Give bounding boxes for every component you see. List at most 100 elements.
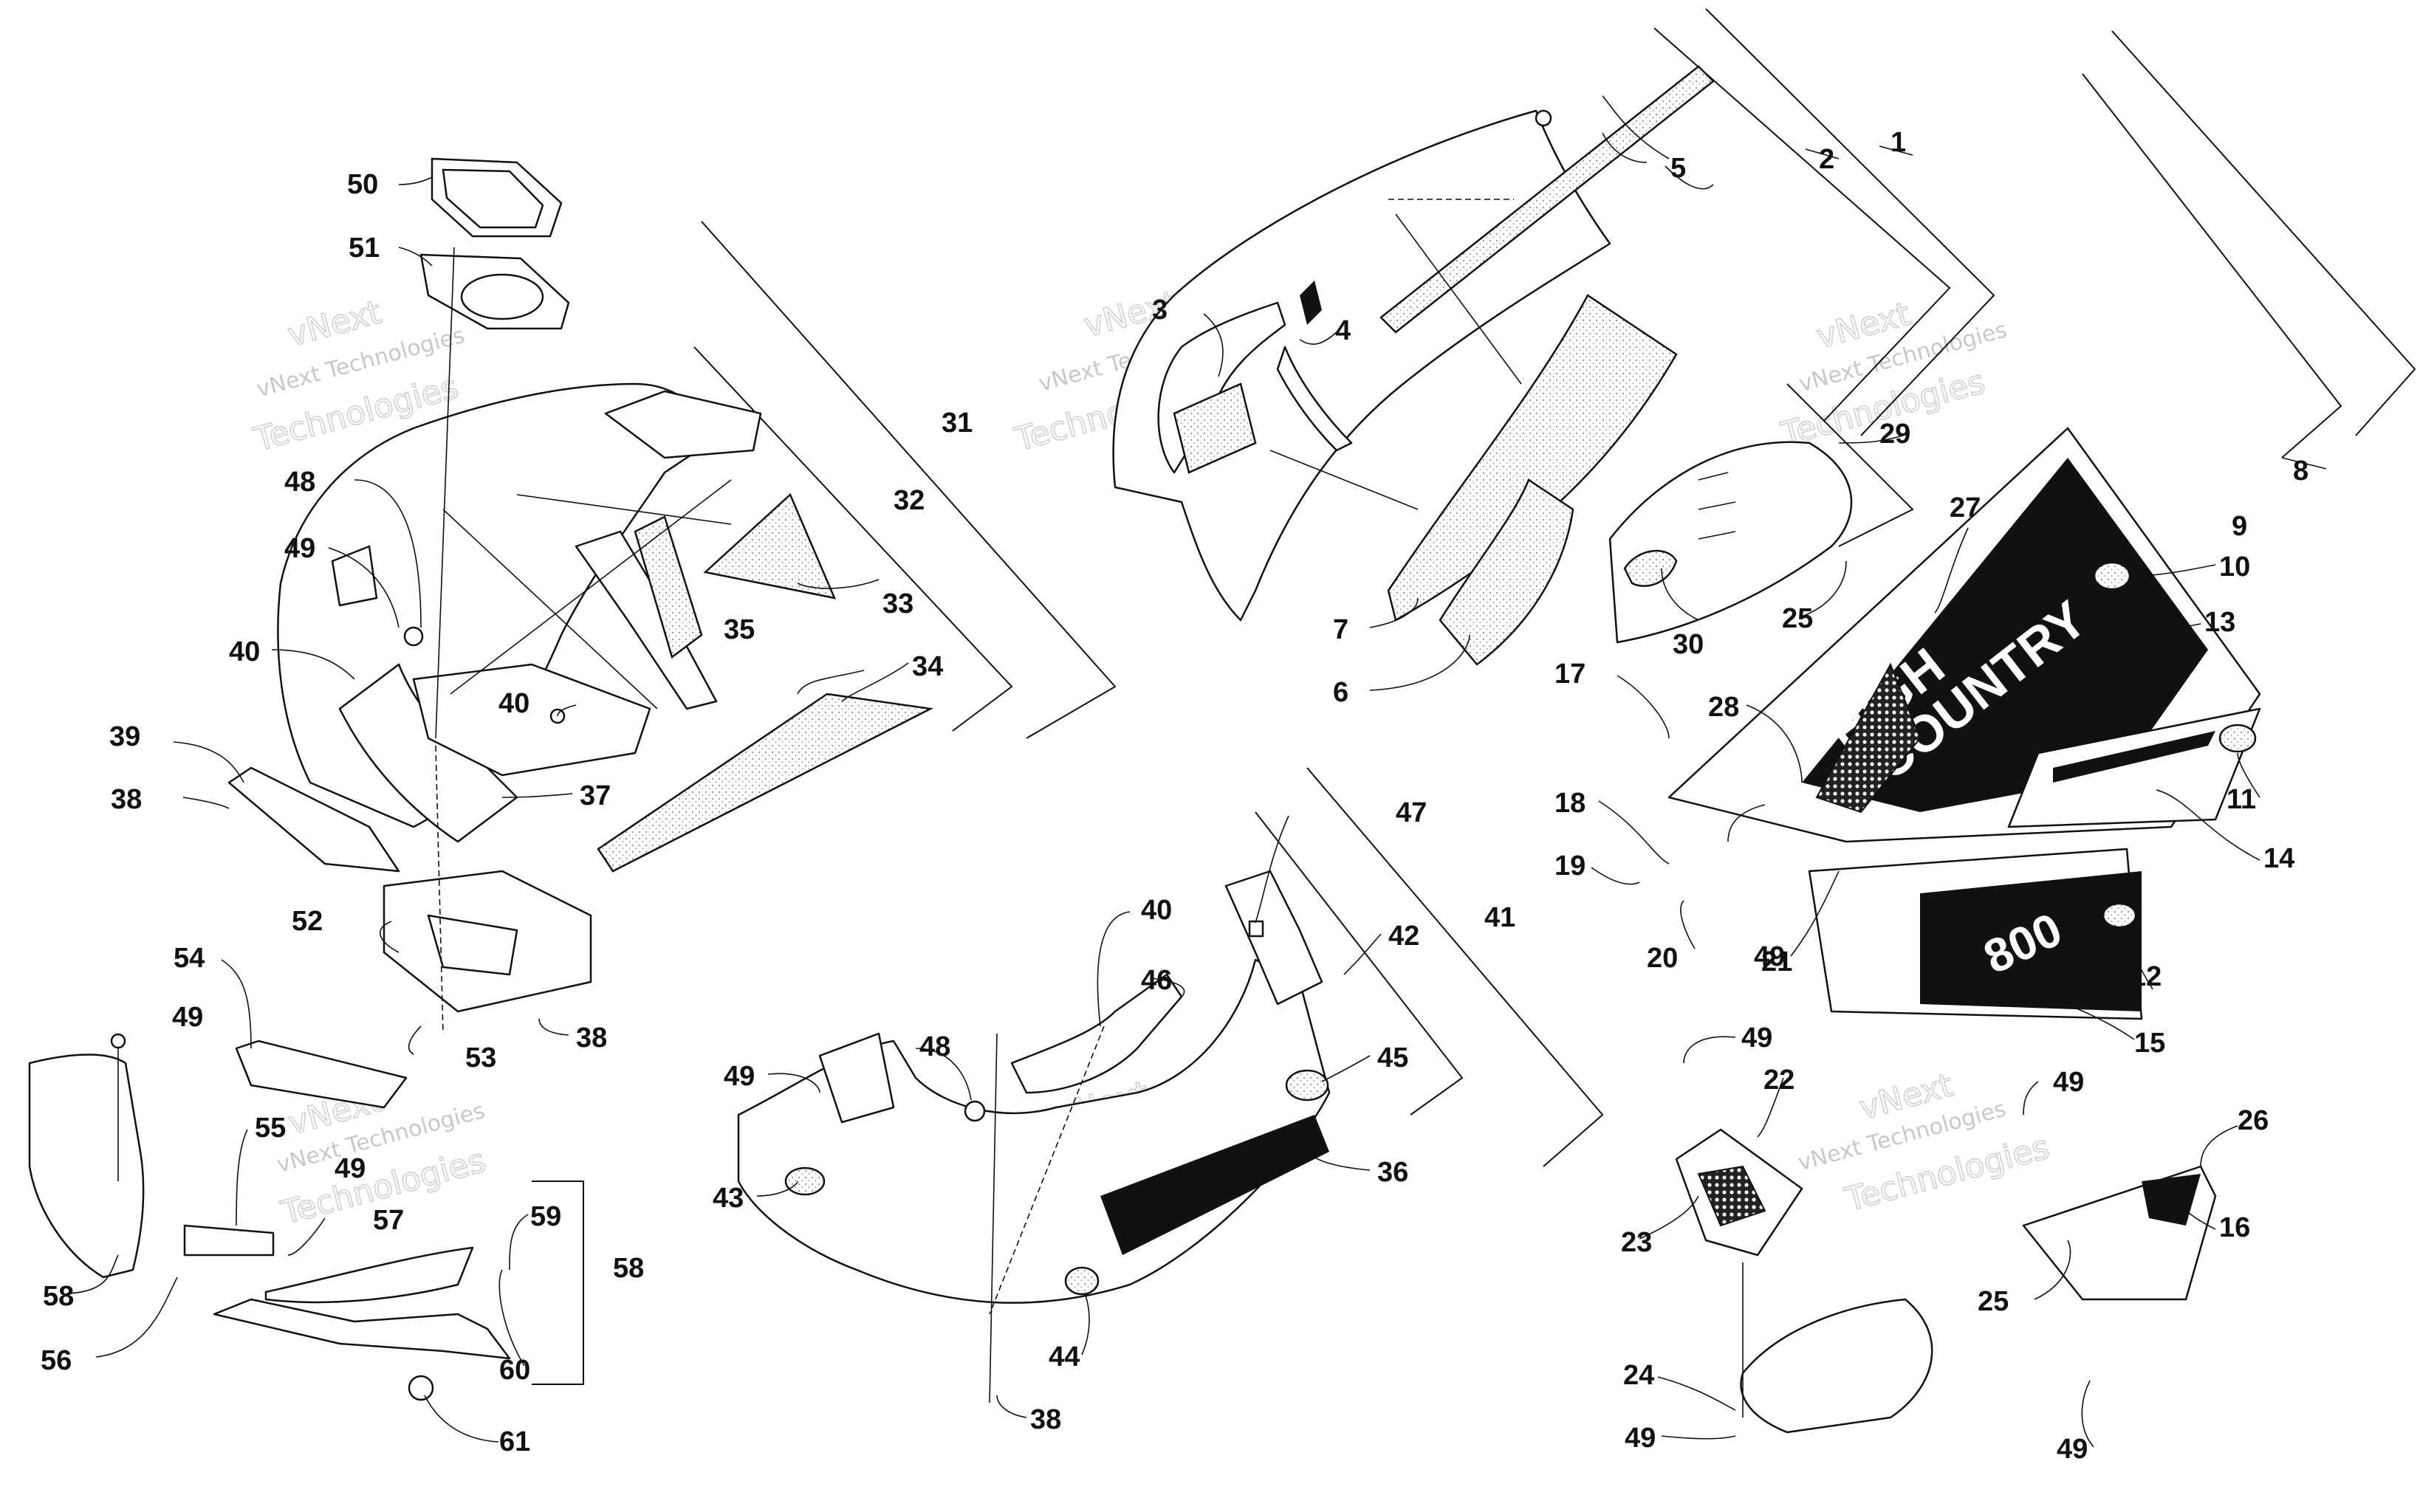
trim-panel-39	[227, 766, 400, 873]
side-panel-assembly	[28, 1033, 511, 1401]
callout-22: 22	[1763, 1065, 1795, 1096]
bracket-2	[1653, 27, 1951, 422]
callout-40b: 40	[498, 688, 529, 719]
callout-38a: 38	[111, 784, 142, 815]
callout-17: 17	[1555, 659, 1586, 690]
callout-49e: 49	[1741, 1023, 1772, 1054]
callout-24: 24	[1623, 1360, 1654, 1391]
callout-56: 56	[41, 1345, 72, 1376]
part-46	[1010, 973, 1183, 1094]
callout-60: 60	[499, 1355, 530, 1386]
foam-pad-10	[2093, 561, 2131, 591]
bracket-9	[2082, 73, 2342, 458]
callout-51: 51	[349, 233, 380, 264]
callout-38c: 38	[1030, 1404, 1061, 1435]
bracket-32	[693, 346, 1013, 732]
callout-28: 28	[1708, 692, 1739, 723]
callout-49i: 49	[2057, 1434, 2088, 1465]
callout-35: 35	[724, 614, 755, 645]
callout-48a: 48	[284, 467, 315, 498]
callout-6: 6	[1333, 677, 1348, 708]
hood-assembly	[1112, 65, 1715, 666]
callout-25a: 25	[1782, 603, 1813, 634]
callout-49c: 49	[335, 1153, 366, 1184]
gaskets-50-51	[419, 157, 570, 739]
callout-57: 57	[373, 1205, 404, 1236]
callout-58a: 58	[43, 1281, 74, 1312]
callout-18: 18	[1555, 788, 1586, 819]
console-lower-flap	[338, 663, 518, 843]
callout-59: 59	[530, 1201, 561, 1232]
callout-26: 26	[2238, 1105, 2269, 1136]
callout-5: 5	[1670, 153, 1686, 184]
console-dash-line	[435, 745, 444, 1034]
bracket-42	[1255, 811, 1464, 1116]
belly-pan	[737, 958, 1331, 1304]
callout-14: 14	[2263, 843, 2294, 874]
decal-15	[1920, 871, 2142, 1011]
mesh-23	[1697, 1165, 1766, 1227]
bracket-1	[1705, 8, 1995, 436]
callout-52: 52	[292, 906, 323, 937]
callout-33: 33	[882, 588, 914, 619]
grommet-48	[403, 626, 424, 647]
callout-27: 27	[1950, 492, 1981, 523]
foam-43	[784, 1166, 826, 1196]
knob-61	[408, 1375, 434, 1401]
plate-52-cutout	[427, 914, 518, 976]
foam-33	[703, 492, 837, 599]
callout-8: 8	[2293, 456, 2308, 487]
callout-labels: 1 2 3 4 5 6 7 8 9 10 11 12 13 14 15 16 1…	[41, 127, 2308, 1465]
decal-stripe-14	[2053, 731, 2215, 783]
callout-40a: 40	[229, 636, 260, 667]
callout-61: 61	[499, 1426, 530, 1457]
callout-49h: 49	[1625, 1423, 1656, 1454]
callout-43: 43	[713, 1183, 744, 1214]
callout-11: 11	[2227, 784, 2256, 815]
panel-60-lower	[213, 1298, 511, 1360]
fairing-24	[1740, 1298, 1933, 1434]
callout-32: 32	[894, 485, 925, 516]
callout-49b: 49	[172, 1002, 203, 1033]
foam-pad-11	[2218, 724, 2257, 753]
box-55	[183, 1224, 275, 1257]
callout-55: 55	[255, 1113, 286, 1144]
gasket-50-inner	[442, 168, 544, 229]
callout-29: 29	[1879, 419, 1910, 450]
callout-10: 10	[2219, 551, 2250, 583]
callout-46: 46	[1141, 965, 1172, 996]
hood-foam-3	[1173, 382, 1257, 474]
bracket-29	[1786, 383, 1914, 547]
hood-fastener	[1535, 109, 1552, 127]
callout-39: 39	[109, 721, 140, 752]
foam-panel-6	[1439, 478, 1574, 666]
foam-34	[597, 693, 934, 873]
hood-inner-strip	[1276, 346, 1353, 452]
floor-pan	[412, 663, 651, 777]
foam-35	[634, 515, 703, 659]
callout-41: 41	[1484, 902, 1515, 933]
panel-57-cover	[264, 1246, 474, 1304]
callout-3: 3	[1152, 295, 1168, 326]
foam-44	[1064, 1266, 1100, 1296]
clip-47	[1248, 920, 1264, 938]
console-top-rail	[604, 390, 762, 459]
callout-7: 7	[1333, 614, 1348, 645]
callout-45: 45	[1377, 1042, 1408, 1073]
callout-40c: 40	[1141, 895, 1172, 926]
plate-51-hole	[460, 273, 544, 320]
vent-panel-29	[1608, 441, 1853, 644]
bracket-8	[2111, 30, 2416, 436]
bracket-41	[1306, 767, 1604, 1167]
part-35	[575, 530, 718, 710]
callout-42: 42	[1388, 921, 1419, 952]
callout-53: 53	[465, 1042, 496, 1073]
callout-49g: 49	[2053, 1067, 2084, 1098]
watermark-text: vNext	[284, 293, 385, 354]
nose-assembly: HIGH COUNTRY 800	[1667, 427, 2261, 1020]
callout-34: 34	[912, 651, 943, 682]
callout-48b: 48	[919, 1031, 950, 1062]
callout-38b: 38	[576, 1023, 607, 1054]
callout-1: 1	[1891, 127, 1906, 158]
